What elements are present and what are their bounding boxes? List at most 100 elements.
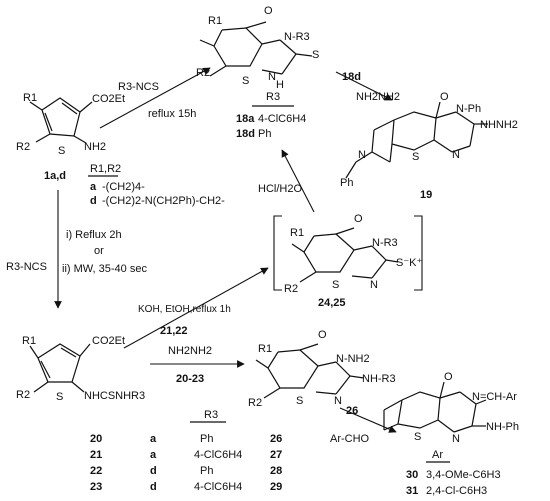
reagent-r3ncs-top: R3-NCS	[118, 81, 159, 93]
legend-d-key: d	[90, 195, 97, 207]
arrow-salt-to-18	[281, 149, 315, 213]
condition-mw: ii) MW, 35-40 sec	[62, 263, 147, 275]
table-ar-row2-id: 31	[406, 485, 418, 497]
row-r3: Ph	[200, 465, 213, 477]
compound-19-structure: O N-Ph NHNH2 N S N Ph 19	[340, 91, 518, 201]
salt-r1: R1	[290, 227, 304, 239]
row-id: 22	[90, 465, 102, 477]
condition-koh: KOH, EtOH,reflux 1h	[138, 304, 231, 315]
compound-1-r2: R2	[16, 141, 30, 153]
hydrazone-structure: O N=CH-Ar NH-Ph N S	[383, 371, 519, 445]
substituent-legend: R1,R2 a -(CH2)4- d -(CH2)2-N(CH2Ph)-CH2-	[88, 163, 225, 207]
compound-18-r1: R1	[208, 15, 222, 27]
arrow-1-to-18	[99, 67, 211, 129]
table-18-row2-val: Ph	[258, 128, 271, 140]
row-id: 23	[90, 481, 102, 493]
row-product: 27	[270, 449, 282, 461]
thiourea-substituent: NHCSNHR3	[84, 390, 145, 402]
row-r3: Ph	[200, 433, 213, 445]
compound-18-nr3: N-R3	[284, 31, 310, 43]
legend-d-value: -(CH2)2-N(CH2Ph)-CH2-	[102, 195, 225, 207]
salt-id: 24,25	[318, 297, 346, 309]
table-ar-row1-id: 30	[406, 469, 418, 481]
thiourea-r1: R1	[22, 335, 36, 347]
table-ar-row2-val: 2,4-Cl-C6H3	[426, 485, 487, 497]
compound-1-sulfur: S	[58, 145, 65, 157]
legend-header: R1,R2	[90, 163, 121, 175]
reagent-r3ncs-left: R3-NCS	[6, 261, 47, 273]
amino-nh-r3: NH-R3	[362, 373, 396, 385]
arrow-26-to-hydrazone	[339, 407, 397, 433]
arrow-thiourea-to-salt	[123, 267, 269, 349]
thiourea-r2: R2	[16, 389, 30, 401]
reagent-nh2nh2-top: NH2NH2	[356, 91, 400, 103]
condition-or: or	[94, 245, 104, 257]
thiourea-ester: CO2Et	[92, 335, 125, 347]
compound-18-table: R3 18a 4-ClC6H4 18d Ph	[236, 91, 306, 140]
row-key: a	[150, 449, 157, 461]
row-key: a	[150, 433, 157, 445]
row-key: d	[150, 481, 157, 493]
amino-n-nh2: N-NH2	[336, 353, 370, 365]
bracket-left	[273, 215, 282, 291]
row-product: 26	[270, 433, 282, 445]
bottom-table: R3 20 a Ph 26 21 a 4-ClC6H4 27 22 d Ph 2…	[90, 409, 282, 493]
salt-sources: 21,22	[160, 325, 188, 337]
row-product: 28	[270, 465, 282, 477]
row-id: 20	[90, 433, 102, 445]
row-product: 29	[270, 481, 282, 493]
table-18-row1-id: 18a	[236, 113, 255, 125]
thiourea-structure: R1 CO2Et NHCSNHR3 S R2	[16, 335, 145, 403]
compound-19-ring-n: N	[358, 149, 366, 161]
salt-oxo: O	[354, 213, 363, 225]
row-r3: 4-ClC6H4	[194, 481, 242, 493]
salt-r2: R2	[284, 283, 298, 295]
compound-1-ester: CO2Et	[92, 93, 125, 105]
compound-1-r1: R1	[23, 92, 37, 104]
salt-sulfur: S	[332, 279, 339, 291]
compound-18-nh-h: H	[276, 79, 284, 91]
compound-19-benzyl-ph: Ph	[340, 177, 353, 189]
compound-19-n: N	[452, 149, 460, 161]
compound-18-r2: R2	[196, 67, 210, 79]
amino-r1: R1	[258, 343, 272, 355]
condition-reflux-15h: reflux 15h	[148, 108, 196, 120]
compound-19-nph: N-Ph	[456, 103, 481, 115]
compound-18-thioxo: S	[312, 49, 319, 61]
table-18-row2-id: 18d	[236, 128, 255, 140]
source-26: 26	[346, 405, 358, 417]
bracket-right	[414, 215, 423, 291]
compound-19-sulfur: S	[412, 151, 419, 163]
amino-sources: 20-23	[176, 373, 204, 385]
compound-18-sulfur: S	[242, 75, 249, 87]
reagent-ar-cho: Ar-CHO	[330, 433, 370, 445]
reagent-hcl: HCl/H2O	[258, 183, 302, 195]
thiourea-sulfur: S	[56, 391, 63, 403]
hydrazone-nh-ph: NH-Ph	[486, 421, 519, 433]
row-r3: 4-ClC6H4	[194, 449, 242, 461]
legend-a-key: a	[90, 181, 97, 193]
amino-n: N	[334, 395, 342, 407]
bottom-table-header: R3	[204, 409, 218, 421]
legend-a-value: -(CH2)4-	[102, 181, 145, 193]
compound-18-nh-n: N	[268, 71, 276, 83]
compound-18-oxo: O	[264, 5, 273, 17]
hydrazone-sulfur: S	[414, 431, 421, 443]
row-id: 21	[90, 449, 102, 461]
amino-r2: R2	[248, 397, 262, 409]
amino-product-structure: R1 O N-NH2 NH-R3 N S R2	[248, 329, 396, 409]
compound-19-id: 19	[420, 189, 432, 201]
table-ar-row1-val: 3,4-OMe-C6H3	[426, 469, 501, 481]
salt-structure: R1 O N-R3 S⁻K⁺ N S R2 24,25	[284, 213, 422, 309]
compound-1-id: 1a,d	[44, 170, 66, 182]
compound-19-oxo: O	[440, 91, 449, 103]
compound-1-amine: NH2	[84, 141, 106, 153]
compound-18-structure: R1 O N-R3 S N H S R2	[196, 5, 319, 91]
amino-oxo: O	[318, 329, 327, 341]
salt-nr3: N-R3	[372, 237, 398, 249]
compound-19-hydrazino: NHNH2	[480, 119, 518, 131]
hydrazone-oxo: O	[444, 371, 453, 383]
hydrazone-table: Ar 30 3,4-OMe-C6H3 31 2,4-Cl-C6H3	[406, 449, 501, 497]
